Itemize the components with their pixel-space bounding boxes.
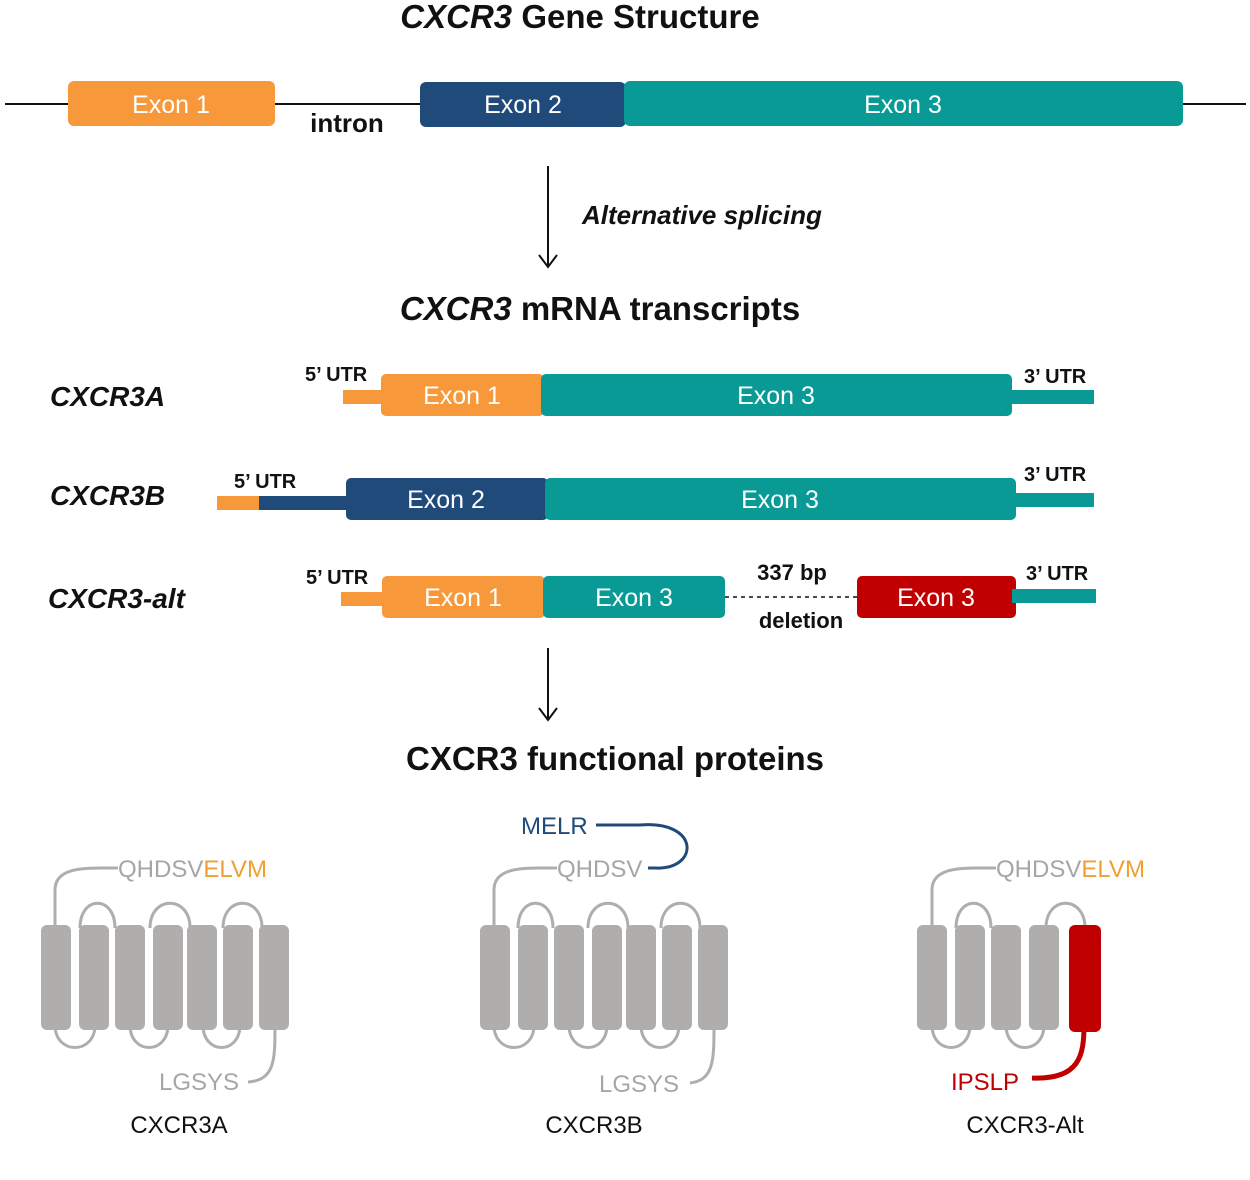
exon-1-label: Exon 1 xyxy=(424,584,502,612)
gene-exon-1: Exon 1 xyxy=(68,81,275,126)
nterm-extra-sequence: MELR xyxy=(521,813,588,840)
utr3-label: 3’ UTR xyxy=(1026,563,1089,585)
exon-3-label: Exon 3 xyxy=(595,584,673,612)
gene-exon-2-label: Exon 2 xyxy=(484,91,562,119)
utr3-label: 3’ UTR xyxy=(1024,464,1087,486)
gene-exon-2: Exon 2 xyxy=(420,82,626,127)
nterm-sequence: QHDSVELVM xyxy=(118,856,267,883)
deletion-size-label: 337 bp xyxy=(757,560,827,585)
transcript-name: CXCR3B xyxy=(50,480,165,511)
utr5-bar xyxy=(343,390,385,404)
protein-cxcr3-alt: QHDSVELVM IPSLP CXCR3-Alt xyxy=(917,856,1145,1139)
exon-1-block xyxy=(381,374,544,416)
transcript-cxcr3-alt: CXCR3-alt 5’ UTR Exon 1 Exon 3 337 bp de… xyxy=(48,560,1096,633)
gene-exon-1-label: Exon 1 xyxy=(132,91,210,119)
exon-3-label: Exon 3 xyxy=(737,382,815,410)
utr3-label: 3’ UTR xyxy=(1024,366,1087,388)
utr5-label: 5’ UTR xyxy=(306,567,369,589)
nterm-sequence: QHDSVELVM xyxy=(996,856,1145,883)
protein-cxcr3b: MELR QHDSV LGSYS CXCR3B xyxy=(480,813,728,1139)
transcript-name: CXCR3A xyxy=(50,381,165,412)
exon-1-block xyxy=(382,576,545,618)
exon-1-label: Exon 1 xyxy=(423,382,501,410)
exon-3-red-block xyxy=(857,576,1016,618)
utr5-bar-exon2 xyxy=(259,496,351,510)
exon-2-label: Exon 2 xyxy=(407,486,485,514)
transcript-cxcr3b: CXCR3B 5’ UTR Exon 2 Exon 3 3’ UTR xyxy=(50,464,1094,520)
protein-cxcr3a: QHDSVELVM LGSYS CXCR3A xyxy=(41,856,289,1139)
alternative-splicing-label: Alternative splicing xyxy=(581,200,822,230)
mrna-title: CXCR3 mRNA transcripts xyxy=(400,290,800,327)
gene-structure-title: CXCR3 Gene Structure xyxy=(400,0,759,35)
utr5-label: 5’ UTR xyxy=(234,471,297,493)
utr5-bar-exon1 xyxy=(217,496,260,510)
gene-exon-3-label: Exon 3 xyxy=(864,91,942,119)
cterm-sequence: LGSYS xyxy=(159,1069,239,1096)
intron-label: intron xyxy=(310,108,384,138)
exon-3-red-label: Exon 3 xyxy=(897,584,975,612)
utr3-bar xyxy=(1008,390,1094,404)
deletion-label: deletion xyxy=(759,608,843,633)
exon-3-block xyxy=(545,478,1016,520)
utr3-bar xyxy=(1012,493,1094,507)
proteins-title: CXCR3 functional proteins xyxy=(406,740,824,777)
translation-arrow xyxy=(538,648,558,722)
transcript-cxcr3a: CXCR3A 5’ UTR Exon 1 Exon 3 3’ UTR xyxy=(50,364,1094,416)
utr3-bar xyxy=(1012,589,1096,603)
exon-3-label: Exon 3 xyxy=(741,486,819,514)
exon-3-block xyxy=(541,374,1012,416)
gene-exon-3: Exon 3 xyxy=(624,81,1183,126)
utr5-label: 5’ UTR xyxy=(305,364,368,386)
protein-name: CXCR3B xyxy=(545,1112,642,1139)
splicing-arrow xyxy=(538,166,558,269)
cterm-sequence: IPSLP xyxy=(951,1069,1019,1096)
nterm-sequence: QHDSV xyxy=(557,856,642,883)
transcript-name: CXCR3-alt xyxy=(48,583,187,614)
utr5-bar xyxy=(341,592,386,606)
protein-name: CXCR3A xyxy=(130,1112,227,1139)
exon-3-block xyxy=(543,576,725,618)
exon-2-block xyxy=(346,478,548,520)
protein-name: CXCR3-Alt xyxy=(966,1112,1084,1139)
cterm-sequence: LGSYS xyxy=(599,1071,679,1098)
